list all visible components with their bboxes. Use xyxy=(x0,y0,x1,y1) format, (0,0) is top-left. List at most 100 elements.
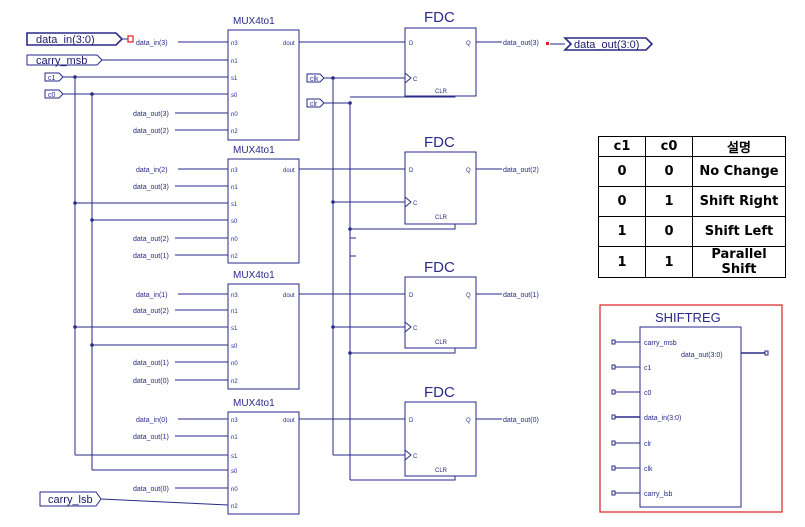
svg-text:carry_lsb: carry_lsb xyxy=(48,494,93,506)
svg-text:data_out(1): data_out(1) xyxy=(133,434,169,441)
port-clk[interactable]: clk xyxy=(306,73,325,83)
svg-text:n0: n0 xyxy=(231,361,238,367)
svg-text:carry_msb: carry_msb xyxy=(644,340,677,347)
cell-description: Parallel Shift xyxy=(692,246,786,278)
svg-text:data_out(0): data_out(0) xyxy=(133,486,169,493)
port-clr[interactable]: clr xyxy=(306,98,325,108)
port-carry-lsb[interactable]: carry_lsb xyxy=(39,491,102,507)
svg-text:Q: Q xyxy=(466,41,471,47)
svg-text:C: C xyxy=(413,326,418,332)
svg-text:data_out(1): data_out(1) xyxy=(503,292,539,299)
svg-text:data_out(3): data_out(3) xyxy=(503,40,539,47)
svg-text:dout: dout xyxy=(283,41,295,47)
svg-text:s1: s1 xyxy=(231,454,238,460)
svg-text:n1: n1 xyxy=(231,435,238,441)
svg-text:s0: s0 xyxy=(231,344,238,350)
truth-table-header: c1 c0 설명 xyxy=(598,136,786,157)
svg-text:data_out(2): data_out(2) xyxy=(503,167,539,174)
svg-text:dout: dout xyxy=(283,168,295,174)
cell-c1: 1 xyxy=(598,246,646,278)
cell-c0: 1 xyxy=(645,246,693,278)
table-row: 1 0 Shift Left xyxy=(598,216,786,247)
cell-c0: 0 xyxy=(645,216,693,247)
svg-text:carry_lsb: carry_lsb xyxy=(644,491,673,498)
svg-text:n1: n1 xyxy=(231,185,238,191)
shiftreg-symbol[interactable]: SHIFTREG carry_msb c1 c0 data_in(3:0) cl… xyxy=(599,304,783,513)
svg-text:CLR: CLR xyxy=(435,89,448,95)
svg-text:D: D xyxy=(409,418,414,424)
svg-text:n3: n3 xyxy=(231,41,238,47)
svg-text:FDC: FDC xyxy=(424,134,455,151)
cell-description: Shift Left xyxy=(692,216,786,247)
header-c0: c0 xyxy=(645,136,693,157)
svg-text:n3: n3 xyxy=(231,168,238,174)
svg-text:carry_msb: carry_msb xyxy=(36,55,87,67)
svg-text:n1: n1 xyxy=(231,309,238,315)
svg-text:MUX4to1: MUX4to1 xyxy=(233,270,275,281)
svg-text:Q: Q xyxy=(466,168,471,174)
svg-text:s0: s0 xyxy=(231,219,238,225)
mux-bit0: MUX4to1 n3 n1 s1 s0 n0 n2 dout xyxy=(227,398,300,515)
svg-text:s1: s1 xyxy=(231,202,238,208)
svg-text:n0: n0 xyxy=(231,237,238,243)
svg-text:FDC: FDC xyxy=(424,259,455,276)
fdc-bit3: FDC D Q C CLR xyxy=(404,9,477,97)
svg-text:data_in(0): data_in(0) xyxy=(136,417,168,424)
port-carry-msb[interactable]: carry_msb xyxy=(26,54,103,67)
fdc-bit0: FDC D Q C CLR xyxy=(404,384,477,477)
port-data-out[interactable]: data_out(3:0) xyxy=(546,37,654,51)
mux-bit2: MUX4to1 n3 n1 s1 s0 n0 n2 dout xyxy=(227,145,300,264)
svg-text:data_in(3:0): data_in(3:0) xyxy=(644,415,681,422)
svg-text:C: C xyxy=(413,454,418,460)
table-row: 0 0 No Change xyxy=(598,156,786,187)
cell-description: No Change xyxy=(692,156,786,187)
svg-text:n2: n2 xyxy=(231,379,238,385)
svg-text:clr: clr xyxy=(644,441,652,448)
svg-text:n1: n1 xyxy=(231,59,238,65)
svg-text:D: D xyxy=(409,293,414,299)
svg-text:clk: clk xyxy=(310,76,319,83)
svg-text:n0: n0 xyxy=(231,487,238,493)
svg-text:c0: c0 xyxy=(48,92,56,99)
svg-text:data_out(3): data_out(3) xyxy=(133,111,169,118)
svg-text:data_out(3): data_out(3) xyxy=(133,184,169,191)
svg-text:MUX4to1: MUX4to1 xyxy=(233,398,275,409)
svg-text:data_out(2): data_out(2) xyxy=(133,236,169,243)
svg-text:C: C xyxy=(413,201,418,207)
svg-text:Q: Q xyxy=(466,293,471,299)
truth-table: c1 c0 설명 0 0 No Change 0 1 Shift Right 1… xyxy=(598,136,786,278)
svg-text:data_out(3:0): data_out(3:0) xyxy=(574,39,639,51)
port-data-in[interactable]: data_in(3:0) xyxy=(26,32,134,46)
mux-bit3: MUX4to1 n3 n1 s1 s0 n0 n2 dout xyxy=(227,16,300,141)
cell-description: Shift Right xyxy=(692,186,786,217)
svg-text:s0: s0 xyxy=(231,469,238,475)
fdc-bit2: FDC D Q C CLR xyxy=(404,134,477,225)
svg-text:n2: n2 xyxy=(231,129,238,135)
svg-text:MUX4to1: MUX4to1 xyxy=(233,145,275,156)
svg-text:n3: n3 xyxy=(231,418,238,424)
svg-text:n2: n2 xyxy=(231,254,238,260)
svg-text:n2: n2 xyxy=(231,504,238,510)
svg-text:n0: n0 xyxy=(231,112,238,118)
header-description: 설명 xyxy=(692,136,786,157)
svg-text:clk: clk xyxy=(644,466,653,473)
svg-text:data_in(3): data_in(3) xyxy=(136,40,168,47)
cell-c0: 0 xyxy=(645,156,693,187)
header-c1: c1 xyxy=(598,136,646,157)
cell-c1: 1 xyxy=(598,216,646,247)
port-c1[interactable]: c1 xyxy=(44,72,64,82)
svg-text:data_out(0): data_out(0) xyxy=(133,378,169,385)
svg-text:data_in(2): data_in(2) xyxy=(136,167,168,174)
svg-text:data_out(2): data_out(2) xyxy=(133,308,169,315)
svg-text:CLR: CLR xyxy=(435,215,448,221)
table-row: 0 1 Shift Right xyxy=(598,186,786,217)
svg-text:data_in(3:0): data_in(3:0) xyxy=(36,34,95,46)
svg-text:FDC: FDC xyxy=(424,384,455,401)
cell-c1: 0 xyxy=(598,156,646,187)
cell-c0: 1 xyxy=(645,186,693,217)
port-c0[interactable]: c0 xyxy=(44,89,64,99)
svg-text:c1: c1 xyxy=(644,365,652,372)
cell-c1: 0 xyxy=(598,186,646,217)
svg-text:FDC: FDC xyxy=(424,9,455,26)
